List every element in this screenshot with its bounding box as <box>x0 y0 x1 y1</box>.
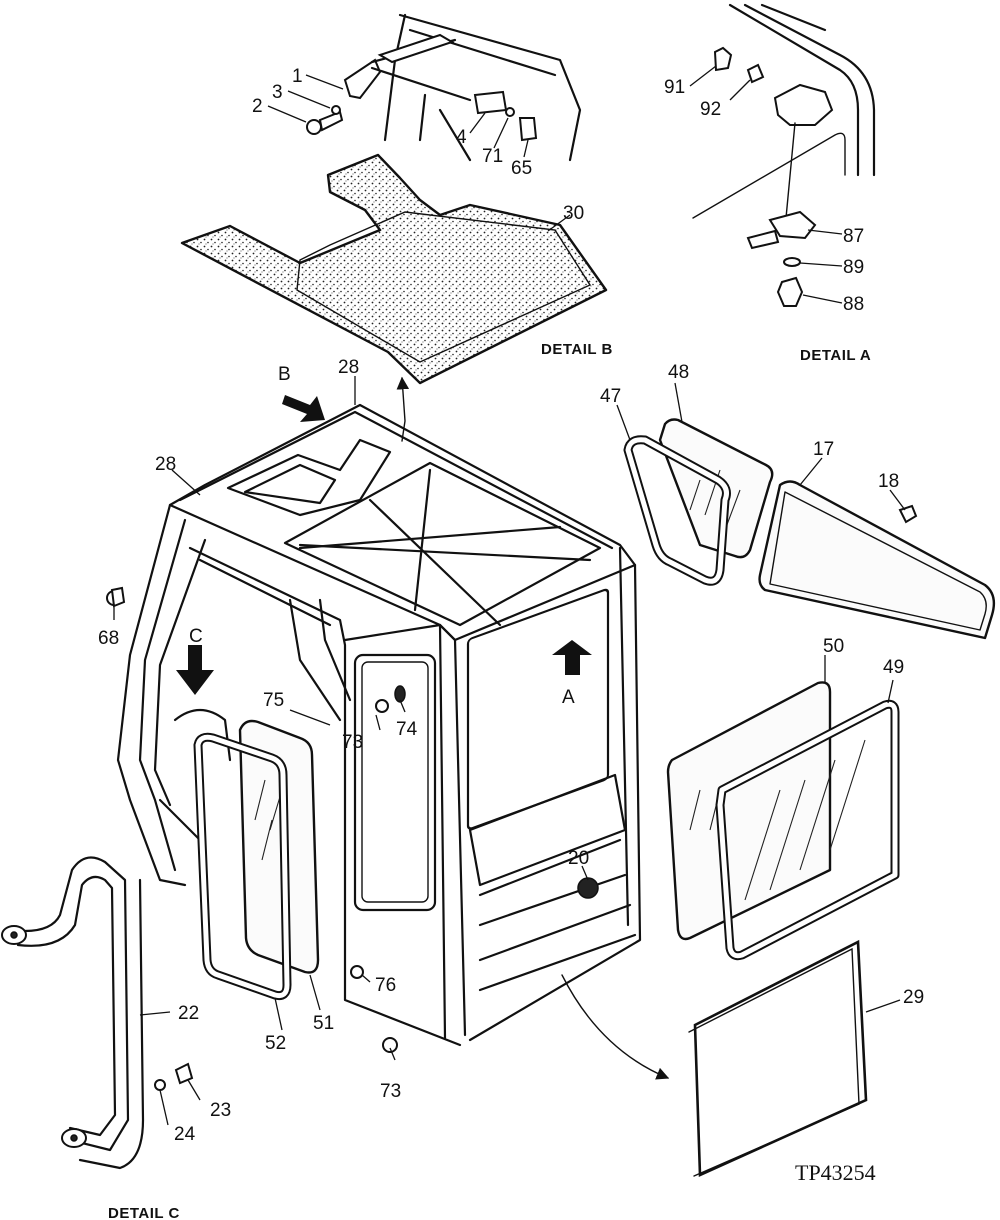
window-48-and-seal-47 <box>623 418 774 586</box>
detail-b-bracket-assembly <box>306 13 582 162</box>
callout-87: 87 <box>843 226 864 247</box>
callout-51: 51 <box>313 1013 334 1034</box>
callout-89: 89 <box>843 257 864 278</box>
washer-icon <box>783 257 801 267</box>
callout-71: 71 <box>482 146 503 167</box>
clip-icon <box>898 504 918 524</box>
callout-50: 50 <box>823 636 844 657</box>
callout-28-top: 28 <box>338 357 359 378</box>
callout-47: 47 <box>600 386 621 407</box>
callout-49: 49 <box>883 657 904 678</box>
cab-frame <box>116 403 642 1047</box>
washer-icon <box>331 105 341 115</box>
callout-29: 29 <box>903 987 924 1008</box>
callout-20: 20 <box>568 848 589 869</box>
panel-29-arrow <box>561 974 670 1080</box>
callout-22: 22 <box>178 1003 199 1024</box>
window-17 <box>758 480 996 640</box>
bolt-icon <box>350 965 364 979</box>
callout-68: 68 <box>98 628 119 649</box>
figure-code: TP43254 <box>795 1160 876 1185</box>
detail-b-label: DETAIL B <box>541 341 613 358</box>
callout-52: 52 <box>265 1033 286 1054</box>
detail-a-label: DETAIL A <box>800 347 871 364</box>
callout-4: 4 <box>456 127 467 148</box>
bolt-icon <box>382 1037 398 1053</box>
callout-75: 75 <box>263 690 284 711</box>
view-c-letter: C <box>189 626 203 647</box>
clip-icon <box>394 685 406 703</box>
callout-1: 1 <box>292 66 303 87</box>
callout-2: 2 <box>252 96 263 117</box>
window-50-and-seal-49 <box>666 681 900 961</box>
bolt-icon <box>375 699 389 713</box>
callout-91: 91 <box>664 77 685 98</box>
headliner-30: 30 <box>180 153 608 442</box>
callout-65: 65 <box>511 158 532 179</box>
callout-3: 3 <box>272 82 283 103</box>
callout-74: 74 <box>396 719 418 740</box>
panel-29 <box>688 939 868 1177</box>
washer-icon <box>505 107 515 117</box>
detail-a-latch <box>692 3 876 307</box>
detail-a-callouts: 91 92 87 89 88 <box>664 65 864 315</box>
nut-icon <box>746 63 765 84</box>
window-51-and-seal-52 <box>193 719 320 1000</box>
detail-c-handrail <box>1 856 194 1170</box>
callout-73-bottom: 73 <box>380 1081 401 1102</box>
callout-23: 23 <box>210 1100 231 1121</box>
callout-76: 76 <box>375 975 396 996</box>
washer-icon <box>154 1079 166 1091</box>
callout-24: 24 <box>174 1124 196 1145</box>
grommet-icon <box>577 877 599 899</box>
bolt-icon <box>518 117 538 142</box>
bolt-icon <box>174 1062 194 1085</box>
view-b-letter: B <box>278 364 291 385</box>
detail-c-label: DETAIL C <box>108 1205 180 1220</box>
cab-fasteners <box>106 586 599 1053</box>
view-arrow-c: C <box>176 626 214 695</box>
callout-73-door: 73 <box>342 732 363 753</box>
main-callouts: 28 28 48 47 17 18 68 75 73 74 50 49 20 2… <box>98 357 924 1145</box>
callout-30: 30 <box>563 203 584 224</box>
view-arrow-b: B <box>278 364 325 422</box>
callout-48: 48 <box>668 362 689 383</box>
bolt-icon <box>776 276 804 307</box>
callout-88: 88 <box>843 294 864 315</box>
bolt-icon <box>306 119 322 135</box>
bolt-icon <box>713 46 733 72</box>
callout-18: 18 <box>878 471 899 492</box>
detail-b-callouts: 1 3 2 4 71 65 <box>252 66 532 179</box>
callout-28-left: 28 <box>155 454 176 475</box>
callout-17: 17 <box>813 439 834 460</box>
view-arrow-a: A <box>552 640 592 708</box>
callout-92: 92 <box>700 99 721 120</box>
view-a-letter: A <box>562 687 575 708</box>
